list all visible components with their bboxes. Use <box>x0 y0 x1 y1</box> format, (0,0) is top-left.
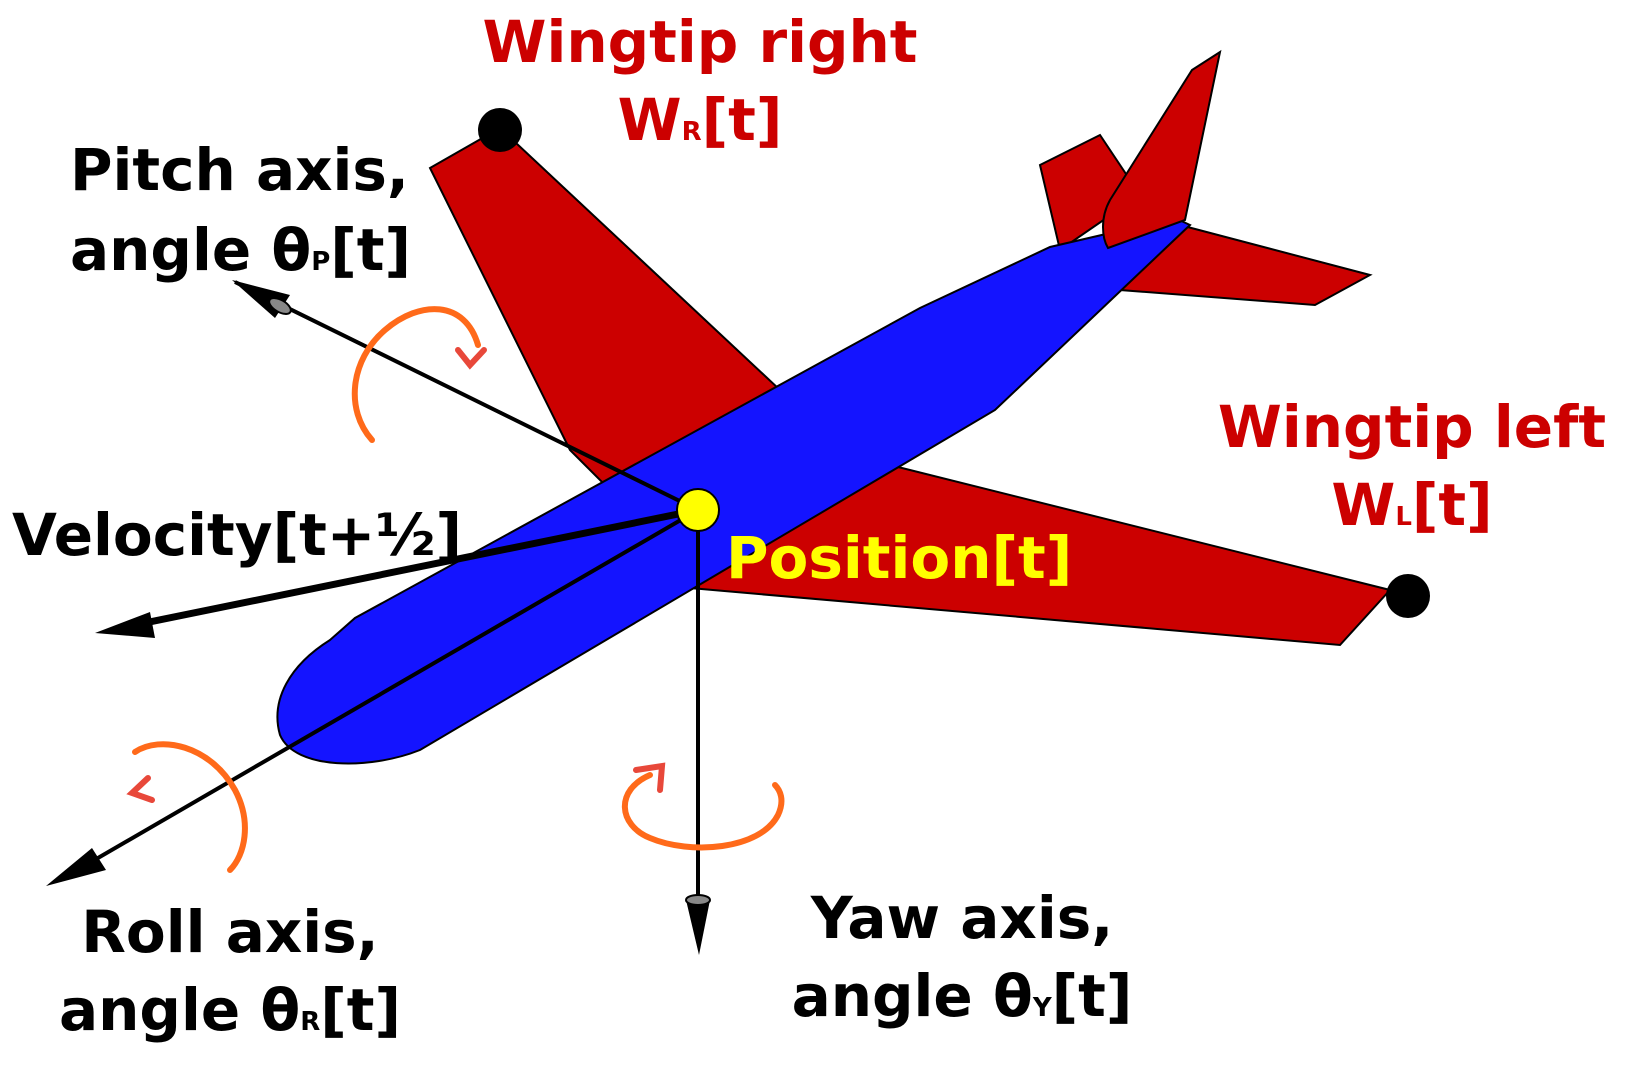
pitch-axis-tail-marker <box>268 297 292 315</box>
roll-axis-arrowhead <box>46 848 106 886</box>
position-point <box>676 488 720 532</box>
yaw-axis-tail-marker <box>685 894 711 906</box>
velocity-vector-arrowhead <box>95 612 155 638</box>
roll-axis-label: Roll axis, <box>81 898 378 966</box>
roll-axis-line <box>58 508 700 882</box>
yaw-rotation-arrowhead <box>633 762 666 793</box>
yaw-axis-arrowhead <box>686 900 710 955</box>
wingtip-left-symbol: WL[t] <box>1331 471 1492 539</box>
pitch-axis-line <box>234 280 699 512</box>
yaw-angle-label: angle θY[t] <box>792 962 1133 1030</box>
roll-rotation-arrowhead <box>126 775 155 803</box>
pitch-rotation-arrowhead <box>455 347 487 370</box>
wingtip-right-point <box>478 108 522 152</box>
labels: Wingtip right WR[t] Pitch axis, angle θP… <box>12 8 1606 1044</box>
pitch-rotation-arrow <box>351 306 481 443</box>
roll-angle-label: angle θR[t] <box>59 976 401 1044</box>
points <box>478 108 1430 618</box>
velocity-label: Velocity[t+½] <box>12 501 462 569</box>
pitch-angle-label: angle θP[t] <box>70 216 411 284</box>
vertical-stabilizer <box>1102 49 1222 250</box>
pitch-axis-label: Pitch axis, <box>70 136 409 204</box>
position-label: Position[t] <box>726 524 1072 592</box>
roll-rotation-arrow <box>132 741 248 873</box>
wingtip-left-label: Wingtip left <box>1218 393 1606 461</box>
fuselage <box>276 216 1192 765</box>
airplane <box>276 49 1392 765</box>
wingtip-right-symbol: WR[t] <box>618 86 783 154</box>
rotation-arrows <box>126 306 785 873</box>
yaw-axis-label: Yaw axis, <box>810 884 1114 952</box>
wingtip-left-point <box>1386 574 1430 618</box>
wingtip-right-label: Wingtip right <box>483 8 918 76</box>
velocity-vector-line <box>119 506 699 632</box>
yaw-rotation-arrow <box>621 772 785 851</box>
axes <box>46 280 711 955</box>
